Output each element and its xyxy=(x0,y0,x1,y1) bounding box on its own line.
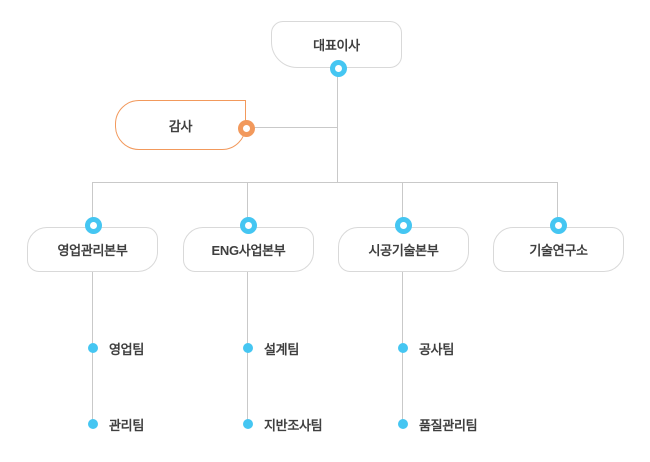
ring-node-icon-auditor xyxy=(237,119,255,137)
connector-auditor-horizontal xyxy=(246,127,338,128)
ring-node-icon-ceo xyxy=(329,59,347,77)
team-item-sales: 영업팀 xyxy=(88,340,144,357)
team-item-construction: 공사팀 xyxy=(398,340,454,357)
team-bullet-icon xyxy=(243,419,253,429)
org-node-division-tech-research: 기술연구소 xyxy=(493,227,624,272)
division-label: 기술연구소 xyxy=(529,243,588,258)
org-node-division-sales-management: 영업관리본부 xyxy=(27,227,158,272)
team-bullet-icon xyxy=(398,419,408,429)
connector-drop-division-1 xyxy=(92,182,93,225)
division-label: ENG사업본부 xyxy=(211,243,286,258)
connector-drop-division-2 xyxy=(247,182,248,225)
connector-main-horizontal xyxy=(93,182,558,183)
team-label: 지반조사팀 xyxy=(264,417,323,433)
team-item-quality-management: 품질관리팀 xyxy=(398,416,478,433)
team-item-design: 설계팀 xyxy=(243,340,299,357)
connector-drop-division-3 xyxy=(402,182,403,225)
org-node-auditor: 감사 xyxy=(115,100,246,150)
team-bullet-icon xyxy=(243,343,253,353)
team-label: 영업팀 xyxy=(109,341,144,357)
team-label: 공사팀 xyxy=(419,341,454,357)
ring-node-icon-division-2 xyxy=(239,216,257,234)
org-node-auditor-label: 감사 xyxy=(168,118,193,134)
team-label: 설계팀 xyxy=(264,341,299,357)
team-label: 관리팀 xyxy=(109,417,144,433)
org-node-division-eng-business: ENG사업본부 xyxy=(183,227,314,272)
org-node-division-construction-tech: 시공기술본부 xyxy=(338,227,469,272)
division-label: 시공기술본부 xyxy=(368,243,439,258)
team-item-management: 관리팀 xyxy=(88,416,144,433)
team-item-ground-survey: 지반조사팀 xyxy=(243,416,323,433)
team-bullet-icon xyxy=(88,419,98,429)
division-label: 영업관리본부 xyxy=(57,243,128,258)
ring-node-icon-division-1 xyxy=(84,216,102,234)
ring-node-icon-division-4 xyxy=(549,216,567,234)
connector-drop-division-4 xyxy=(557,182,558,225)
team-bullet-icon xyxy=(398,343,408,353)
team-label: 품질관리팀 xyxy=(419,417,478,433)
team-bullet-icon xyxy=(88,343,98,353)
org-node-ceo-label: 대표이사 xyxy=(313,38,360,53)
ring-node-icon-division-3 xyxy=(394,216,412,234)
connector-root-vertical xyxy=(337,68,338,182)
